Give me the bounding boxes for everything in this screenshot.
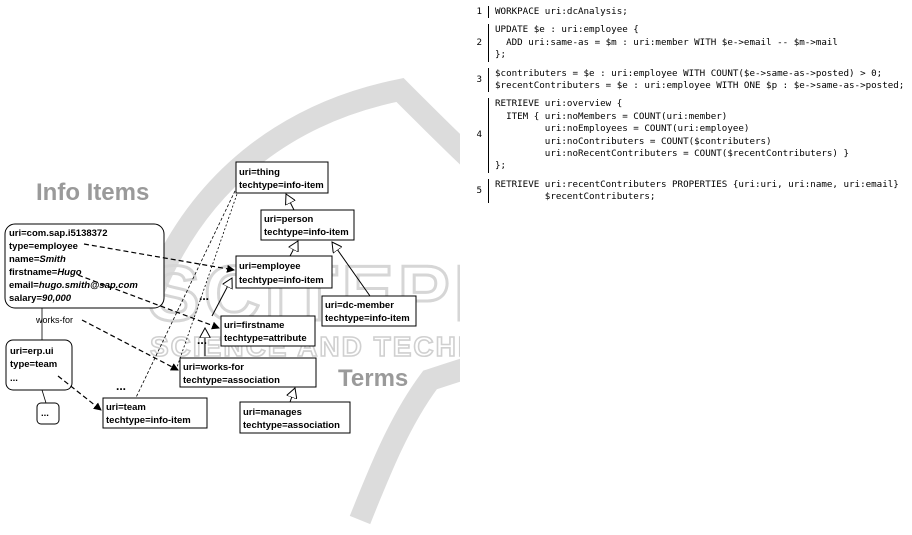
- entity-firstname: firstname=Hugo: [9, 267, 82, 278]
- link-line: [41, 389, 47, 404]
- query-code-listing: 1 WORKPACE uri:dcAnalysis; 2 UPDATE $e : ur…: [466, 6, 906, 209]
- inherit-line: [286, 194, 294, 211]
- code-line-number: 5: [466, 178, 489, 204]
- entity-name: name=Smith: [9, 254, 66, 265]
- term-dc-member[interactable]: uri=dc-member techtype=info-item: [321, 295, 417, 327]
- entity-more[interactable]: ...: [36, 402, 60, 425]
- code-line: $recentContributers = $e : uri:employee …: [495, 79, 905, 91]
- team-type: type=team: [10, 359, 57, 370]
- code-line-number: 3: [466, 67, 489, 93]
- term-team[interactable]: uri=team techtype=info-item: [102, 397, 208, 429]
- works-for-label: works-for: [35, 315, 73, 325]
- knowledge-diagram: SCITEPRESS SCIENCE AND TECHNOLOGY PUBLIC…: [4, 78, 460, 525]
- entity-salary: salary=90,000: [9, 293, 72, 304]
- entity-team[interactable]: uri=erp.ui type=team ...: [5, 339, 73, 391]
- terms-label: Terms: [338, 365, 408, 392]
- svg-text:uri=works-for: uri=works-for: [183, 362, 244, 373]
- code-line: $recentContributers;: [495, 191, 656, 203]
- code-block: 1 WORKPACE uri:dcAnalysis;: [466, 6, 906, 19]
- svg-text:techtype=attribute: techtype=attribute: [224, 333, 307, 344]
- ellipsis: ...: [197, 333, 207, 347]
- svg-text:uri=thing: uri=thing: [239, 167, 280, 178]
- ellipsis: ...: [116, 379, 126, 393]
- entity-type: type=employee: [9, 241, 78, 252]
- svg-text:techtype=info-item: techtype=info-item: [239, 275, 324, 286]
- svg-text:uri=dc-member: uri=dc-member: [325, 300, 394, 311]
- svg-text:uri=employee: uri=employee: [239, 261, 301, 272]
- code-line: uri:noContributers = COUNT($contributers…: [495, 135, 772, 147]
- code-block: 5 RETRIEVE uri:recentContributers PROPERT…: [466, 178, 906, 204]
- inherit-line: [290, 388, 295, 403]
- svg-text:uri=team: uri=team: [106, 402, 146, 413]
- entity-email: email=hugo.smith@sap.com: [9, 280, 138, 291]
- term-person[interactable]: uri=person techtype=info-item: [260, 209, 355, 241]
- watermark-swoosh: [139, 78, 460, 525]
- term-thing[interactable]: uri=thing techtype=info-item: [235, 161, 329, 194]
- code-block: 4 RETRIEVE uri:overview { ITEM { uri:noMe…: [466, 98, 906, 173]
- svg-text:techtype=info-item: techtype=info-item: [106, 415, 191, 426]
- code-line: };: [495, 49, 507, 61]
- svg-text:techtype=association: techtype=association: [243, 420, 340, 431]
- svg-text:uri=person: uri=person: [264, 214, 314, 225]
- team-more: ...: [10, 373, 18, 384]
- team-uri: uri=erp.ui: [10, 346, 54, 357]
- instance-arrow: [57, 375, 102, 411]
- code-line: UPDATE $e : uri:employee {: [495, 24, 639, 36]
- code-line-number: 2: [466, 24, 489, 62]
- code-line: uri:noRecentContributers = COUNT($recent…: [495, 147, 850, 159]
- instance-arrow: [83, 243, 235, 273]
- code-block: 3 $contributers = $e : uri:employee WITH …: [466, 67, 906, 93]
- inherit-line: [290, 241, 298, 257]
- svg-text:uri=manages: uri=manages: [243, 407, 302, 418]
- svg-text:techtype=info-item: techtype=info-item: [325, 313, 410, 324]
- info-items-label: Info Items: [36, 179, 149, 206]
- term-firstname[interactable]: uri=firstname techtype=attribute: [220, 315, 316, 347]
- term-works-for[interactable]: uri=works-for techtype=association: [179, 357, 317, 388]
- ellipsis: ...: [199, 289, 209, 303]
- svg-text:techtype=association: techtype=association: [183, 375, 280, 386]
- svg-text:techtype=info-item: techtype=info-item: [239, 180, 324, 191]
- code-line: ITEM { uri:noMembers = COUNT(uri:member): [495, 110, 728, 122]
- code-line: RETRIEVE uri:recentContributers PROPERTI…: [495, 178, 899, 190]
- instance-arrow: [81, 319, 179, 371]
- instance-arrow: [77, 274, 220, 330]
- term-manages[interactable]: uri=manages techtype=association: [239, 401, 351, 434]
- inherit-line: [211, 278, 232, 317]
- inherit-line: [332, 242, 371, 297]
- svg-text:...: ...: [41, 408, 49, 419]
- code-line: ADD uri:same-as = $m : uri:member WITH $…: [495, 36, 838, 48]
- entity-person[interactable]: uri=com.sap.i5138372 type=employee name=…: [4, 223, 165, 309]
- code-line-number: 4: [466, 98, 489, 173]
- code-block: 2 UPDATE $e : uri:employee { ADD uri:same…: [466, 24, 906, 62]
- svg-text:techtype=info-item: techtype=info-item: [264, 227, 349, 238]
- entity-uri: uri=com.sap.i5138372: [9, 228, 108, 239]
- code-line: uri:noEmployees = COUNT(uri:employee): [495, 123, 750, 135]
- code-line: $contributers = $e : uri:employee WITH C…: [495, 67, 883, 79]
- svg-text:uri=firstname: uri=firstname: [224, 320, 284, 331]
- code-line: };: [495, 160, 507, 172]
- code-line-number: 1: [466, 6, 489, 19]
- code-line: WORKPACE uri:dcAnalysis;: [495, 6, 628, 17]
- code-line: RETRIEVE uri:overview {: [495, 98, 623, 110]
- term-employee[interactable]: uri=employee techtype=info-item: [235, 255, 333, 289]
